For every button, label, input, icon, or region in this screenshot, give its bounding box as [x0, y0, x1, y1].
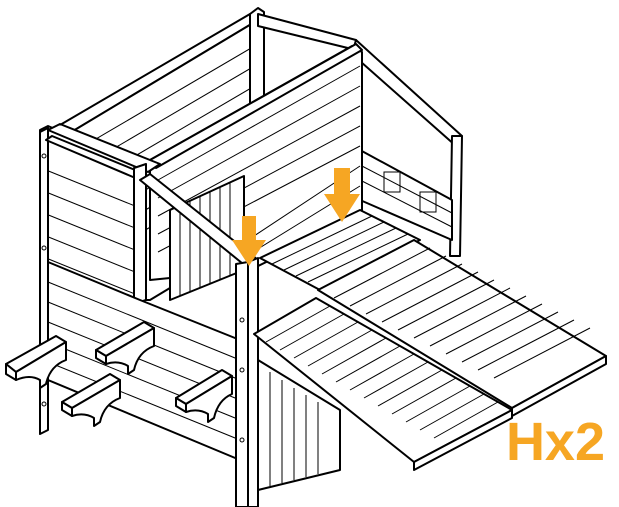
bracket-3 — [61, 373, 121, 427]
bracket-2 — [95, 321, 155, 375]
bracket-1 — [5, 335, 67, 389]
roof-frame-right — [257, 13, 463, 257]
lower-right-wall — [257, 359, 341, 491]
deck-panel-front — [253, 297, 513, 471]
down-arrow-icon — [324, 168, 360, 222]
quantity-label: Hx2 — [505, 412, 605, 472]
interior-floor — [259, 209, 421, 291]
front-post — [139, 173, 259, 507]
support-brackets — [5, 321, 233, 427]
down-arrow-icon — [232, 216, 266, 266]
deck-panel-rear — [317, 239, 607, 417]
bracket-4 — [175, 369, 233, 423]
